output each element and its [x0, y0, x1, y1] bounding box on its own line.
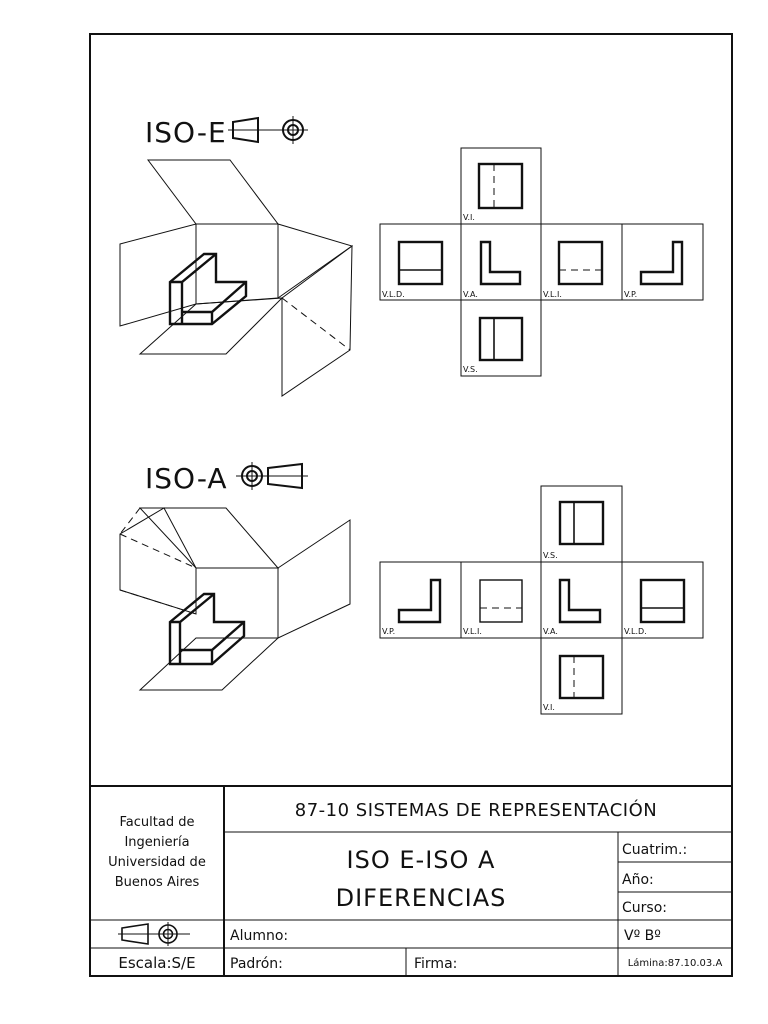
iso-e-view-vs-label: V.S.	[463, 365, 478, 374]
iso-a-view-vs-label: V.S.	[543, 551, 558, 560]
institution-line-3: Universidad de	[108, 855, 206, 870]
iso-e-view-va-label: V.A.	[463, 290, 478, 299]
projection-symbol-iso-a-icon	[236, 462, 308, 490]
iso-a-title: ISO-A	[145, 462, 228, 495]
projection-symbol-small-icon	[118, 922, 190, 946]
section-iso-e: ISO-E	[119, 116, 704, 397]
sheet-title-line-2: DIFERENCIAS	[336, 884, 507, 912]
sheet-border	[89, 33, 733, 977]
iso-a-view-va-label: V.A.	[543, 627, 558, 636]
institution-line-2: Ingeniería	[124, 835, 189, 850]
iso-a-view-grid: V.S. V.P. V.L.I. V.A. V.L.D. V.I.	[379, 485, 704, 715]
projection-symbol-iso-e-icon	[228, 116, 308, 144]
vobo-label: Vº Bº	[624, 928, 661, 944]
sheet-title-line-1: ISO E-ISO A	[347, 846, 496, 874]
cuatrim-label: Cuatrim.:	[622, 842, 687, 858]
iso-a-view-vli-label: V.L.I.	[463, 627, 482, 636]
iso-a-view-vld-label: V.L.D.	[624, 627, 647, 636]
escala-label: Escala:S/E	[118, 954, 195, 972]
firma-label: Firma:	[414, 956, 457, 972]
iso-a-view-vp-label: V.P.	[382, 627, 395, 636]
institution-line-4: Buenos Aires	[115, 875, 200, 890]
iso-e-view-vp-label: V.P.	[624, 290, 637, 299]
padron-label: Padrón:	[230, 956, 283, 972]
iso-e-view-grid: V.I. V.L.D. V.A. V.L.I. V.P. V.S.	[379, 147, 704, 377]
title-block: Facultad de Ingeniería Universidad de Bu…	[90, 785, 732, 976]
iso-a-pictorial	[119, 507, 351, 691]
iso-a-view-vi-label: V.I.	[543, 703, 555, 712]
lamina-label: Lámina:87.10.03.A	[628, 957, 723, 969]
anio-label: Año:	[622, 872, 654, 888]
iso-e-view-vld-label: V.L.D.	[382, 290, 405, 299]
iso-e-view-vli-label: V.L.I.	[543, 290, 562, 299]
section-iso-a: ISO-A	[119, 462, 704, 715]
alumno-label: Alumno:	[230, 928, 288, 944]
course-name: 87-10 SISTEMAS DE REPRESENTACIÓN	[295, 799, 657, 821]
iso-e-pictorial	[119, 159, 354, 397]
curso-label: Curso:	[622, 900, 667, 916]
iso-e-view-vi-label: V.I.	[463, 213, 475, 222]
iso-e-title: ISO-E	[145, 116, 227, 149]
institution-line-1: Facultad de	[120, 815, 195, 830]
